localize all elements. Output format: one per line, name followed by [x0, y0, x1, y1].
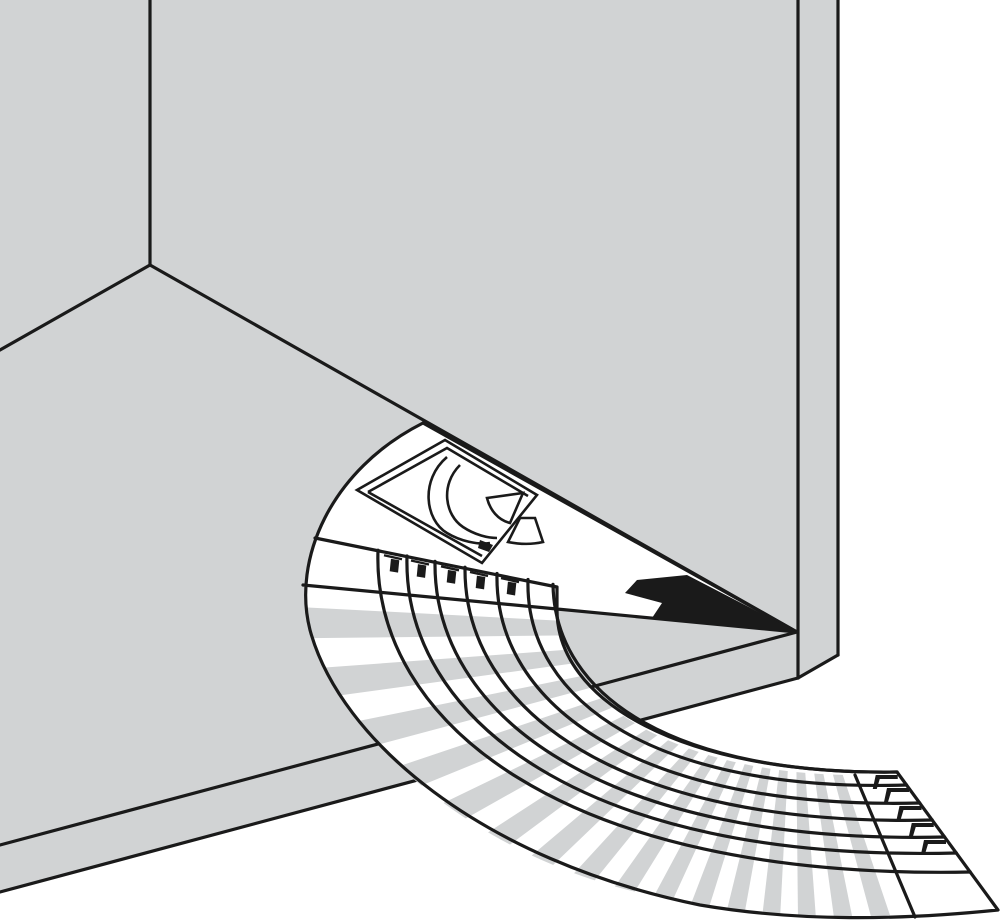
- end-marker-icon: [896, 806, 922, 820]
- jig-diagram-icon: [354, 438, 545, 565]
- end-divider-line: [853, 773, 917, 919]
- left-wall-bottom-edge: [0, 263, 152, 352]
- floor-front-lower-edge: [0, 676, 800, 894]
- scale-ring: [463, 565, 934, 822]
- template-outline: [301, 421, 1000, 920]
- scale-ring: [433, 559, 947, 839]
- scale-stripe: [761, 633, 795, 918]
- end-marker-icon: [884, 788, 909, 802]
- scale-ring: [495, 571, 922, 805]
- ring-marker-icon: [440, 565, 460, 584]
- scale-stripe: [795, 633, 893, 918]
- ring-marker-icon: [383, 554, 403, 573]
- scale-rings: [376, 548, 972, 874]
- end-marker-icon: [921, 840, 946, 854]
- ring-markers: [383, 554, 946, 854]
- ring-marker-icon: [469, 570, 489, 590]
- scale-ring: [376, 548, 972, 874]
- ring-marker-icon: [410, 559, 430, 578]
- end-marker-icon: [908, 823, 934, 837]
- scale-ring: [551, 582, 899, 774]
- ring-marker-icon: [500, 576, 520, 596]
- side-panel-bottom-edge: [796, 653, 840, 680]
- scale-ring: [526, 577, 909, 788]
- end-marker-icon: [872, 775, 898, 789]
- pointer-arrow-icon: [625, 575, 797, 632]
- scale-ring: [405, 554, 958, 856]
